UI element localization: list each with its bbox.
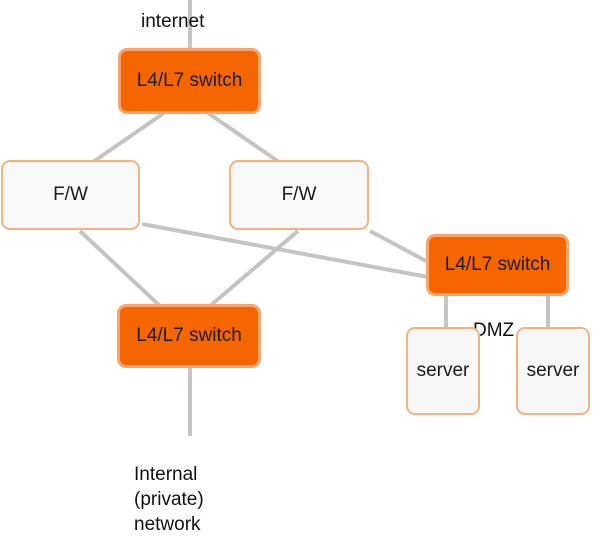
server-right: server [516,327,590,415]
link-fwright-switch-dmz [369,229,429,264]
l4l7-switch-dmz: L4/L7 switch [426,234,569,296]
link-fwright-switch-bottom [208,229,300,308]
link-switch-fw-left [91,111,166,164]
server-left-label: server [416,360,470,381]
firewall-right: F/W [229,160,369,230]
internal-line-1: Internal [134,464,198,485]
switch-top-label: L4/L7 switch [136,70,243,91]
link-fwleft-switch-bottom [78,229,162,308]
l4l7-switch-top: L4/L7 switch [118,48,261,114]
switch-bottom-label: L4/L7 switch [136,325,242,346]
dmz-label: DMZ [473,320,515,341]
server-right-label: server [526,360,580,381]
internal-line-2: (private) [134,489,204,510]
switch-dmz-label: L4/L7 switch [444,254,551,275]
firewall-right-label: F/W [281,184,317,205]
firewall-left-label: F/W [53,184,88,205]
firewall-left: F/W [1,160,140,230]
internal-line-3: network [134,514,201,535]
server-left: server [406,327,480,415]
l4l7-switch-bottom: L4/L7 switch [117,304,261,368]
internal-network-label: Internal (private) network [134,462,204,537]
link-fwleft-switch-dmz [141,222,429,279]
link-switch-fw-right [206,111,281,164]
internet-label: internet [141,11,205,32]
